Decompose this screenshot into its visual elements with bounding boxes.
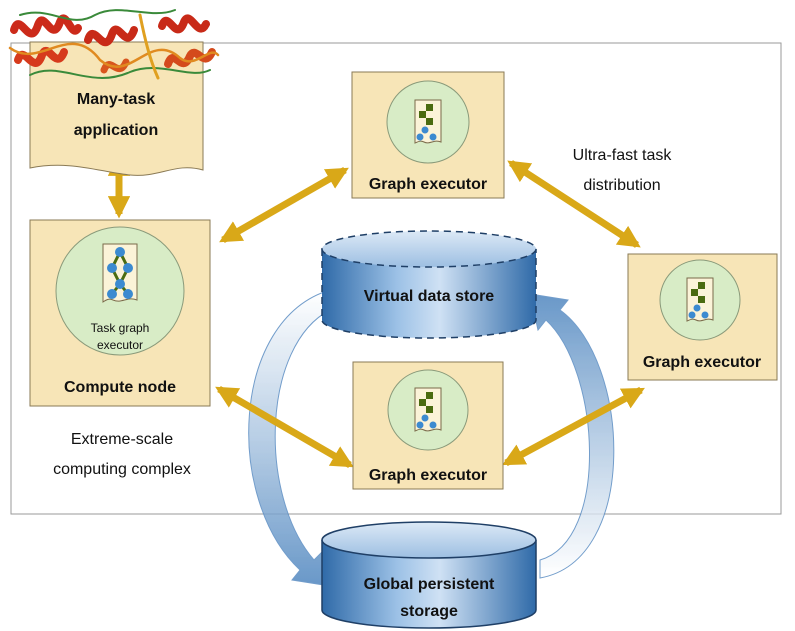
complex-label-line2: computing complex bbox=[53, 461, 191, 478]
global-storage-label-line1: Global persistent bbox=[364, 576, 495, 593]
complex-label-line1: Extreme-scale bbox=[71, 431, 173, 448]
task-graph-label-line1: Task graph bbox=[91, 321, 150, 335]
virtual-data-store-cylinder bbox=[321, 230, 537, 339]
compute-node-label: Compute node bbox=[64, 379, 176, 396]
task-graph-label-line2: executor bbox=[97, 338, 143, 352]
ultrafast-label-line2: distribution bbox=[583, 177, 660, 194]
task-graph-icon bbox=[414, 99, 442, 144]
flow-store-to-storage bbox=[248, 289, 331, 587]
graph-executor-right-label: Graph executor bbox=[643, 354, 761, 371]
data-flow-arrows bbox=[248, 289, 615, 587]
ultrafast-label-line1: Ultra-fast task bbox=[573, 147, 673, 164]
arrow-middle-right bbox=[502, 386, 645, 467]
task-graph-icon bbox=[414, 387, 442, 432]
many-task-label-line1: Many-task bbox=[77, 91, 155, 108]
flow-storage-to-store bbox=[529, 293, 615, 579]
global-persistent-storage-cylinder bbox=[321, 521, 537, 629]
many-task-label-line2: application bbox=[74, 122, 158, 139]
arrow-compute-top bbox=[219, 166, 349, 244]
task-graph-icon bbox=[102, 243, 138, 303]
graph-executor-top-label: Graph executor bbox=[369, 176, 487, 193]
task-graph-icon bbox=[686, 277, 714, 322]
protein-structure-icon bbox=[8, 9, 220, 80]
many-task-application-box bbox=[29, 41, 204, 176]
task-distribution-arrows bbox=[107, 153, 645, 469]
arrow-compute-middle bbox=[215, 385, 354, 469]
global-storage-label-line2: storage bbox=[400, 603, 458, 620]
virtual-data-store-label: Virtual data store bbox=[364, 288, 495, 305]
arrow-top-right bbox=[507, 160, 641, 248]
graph-executor-middle-label: Graph executor bbox=[369, 467, 487, 484]
